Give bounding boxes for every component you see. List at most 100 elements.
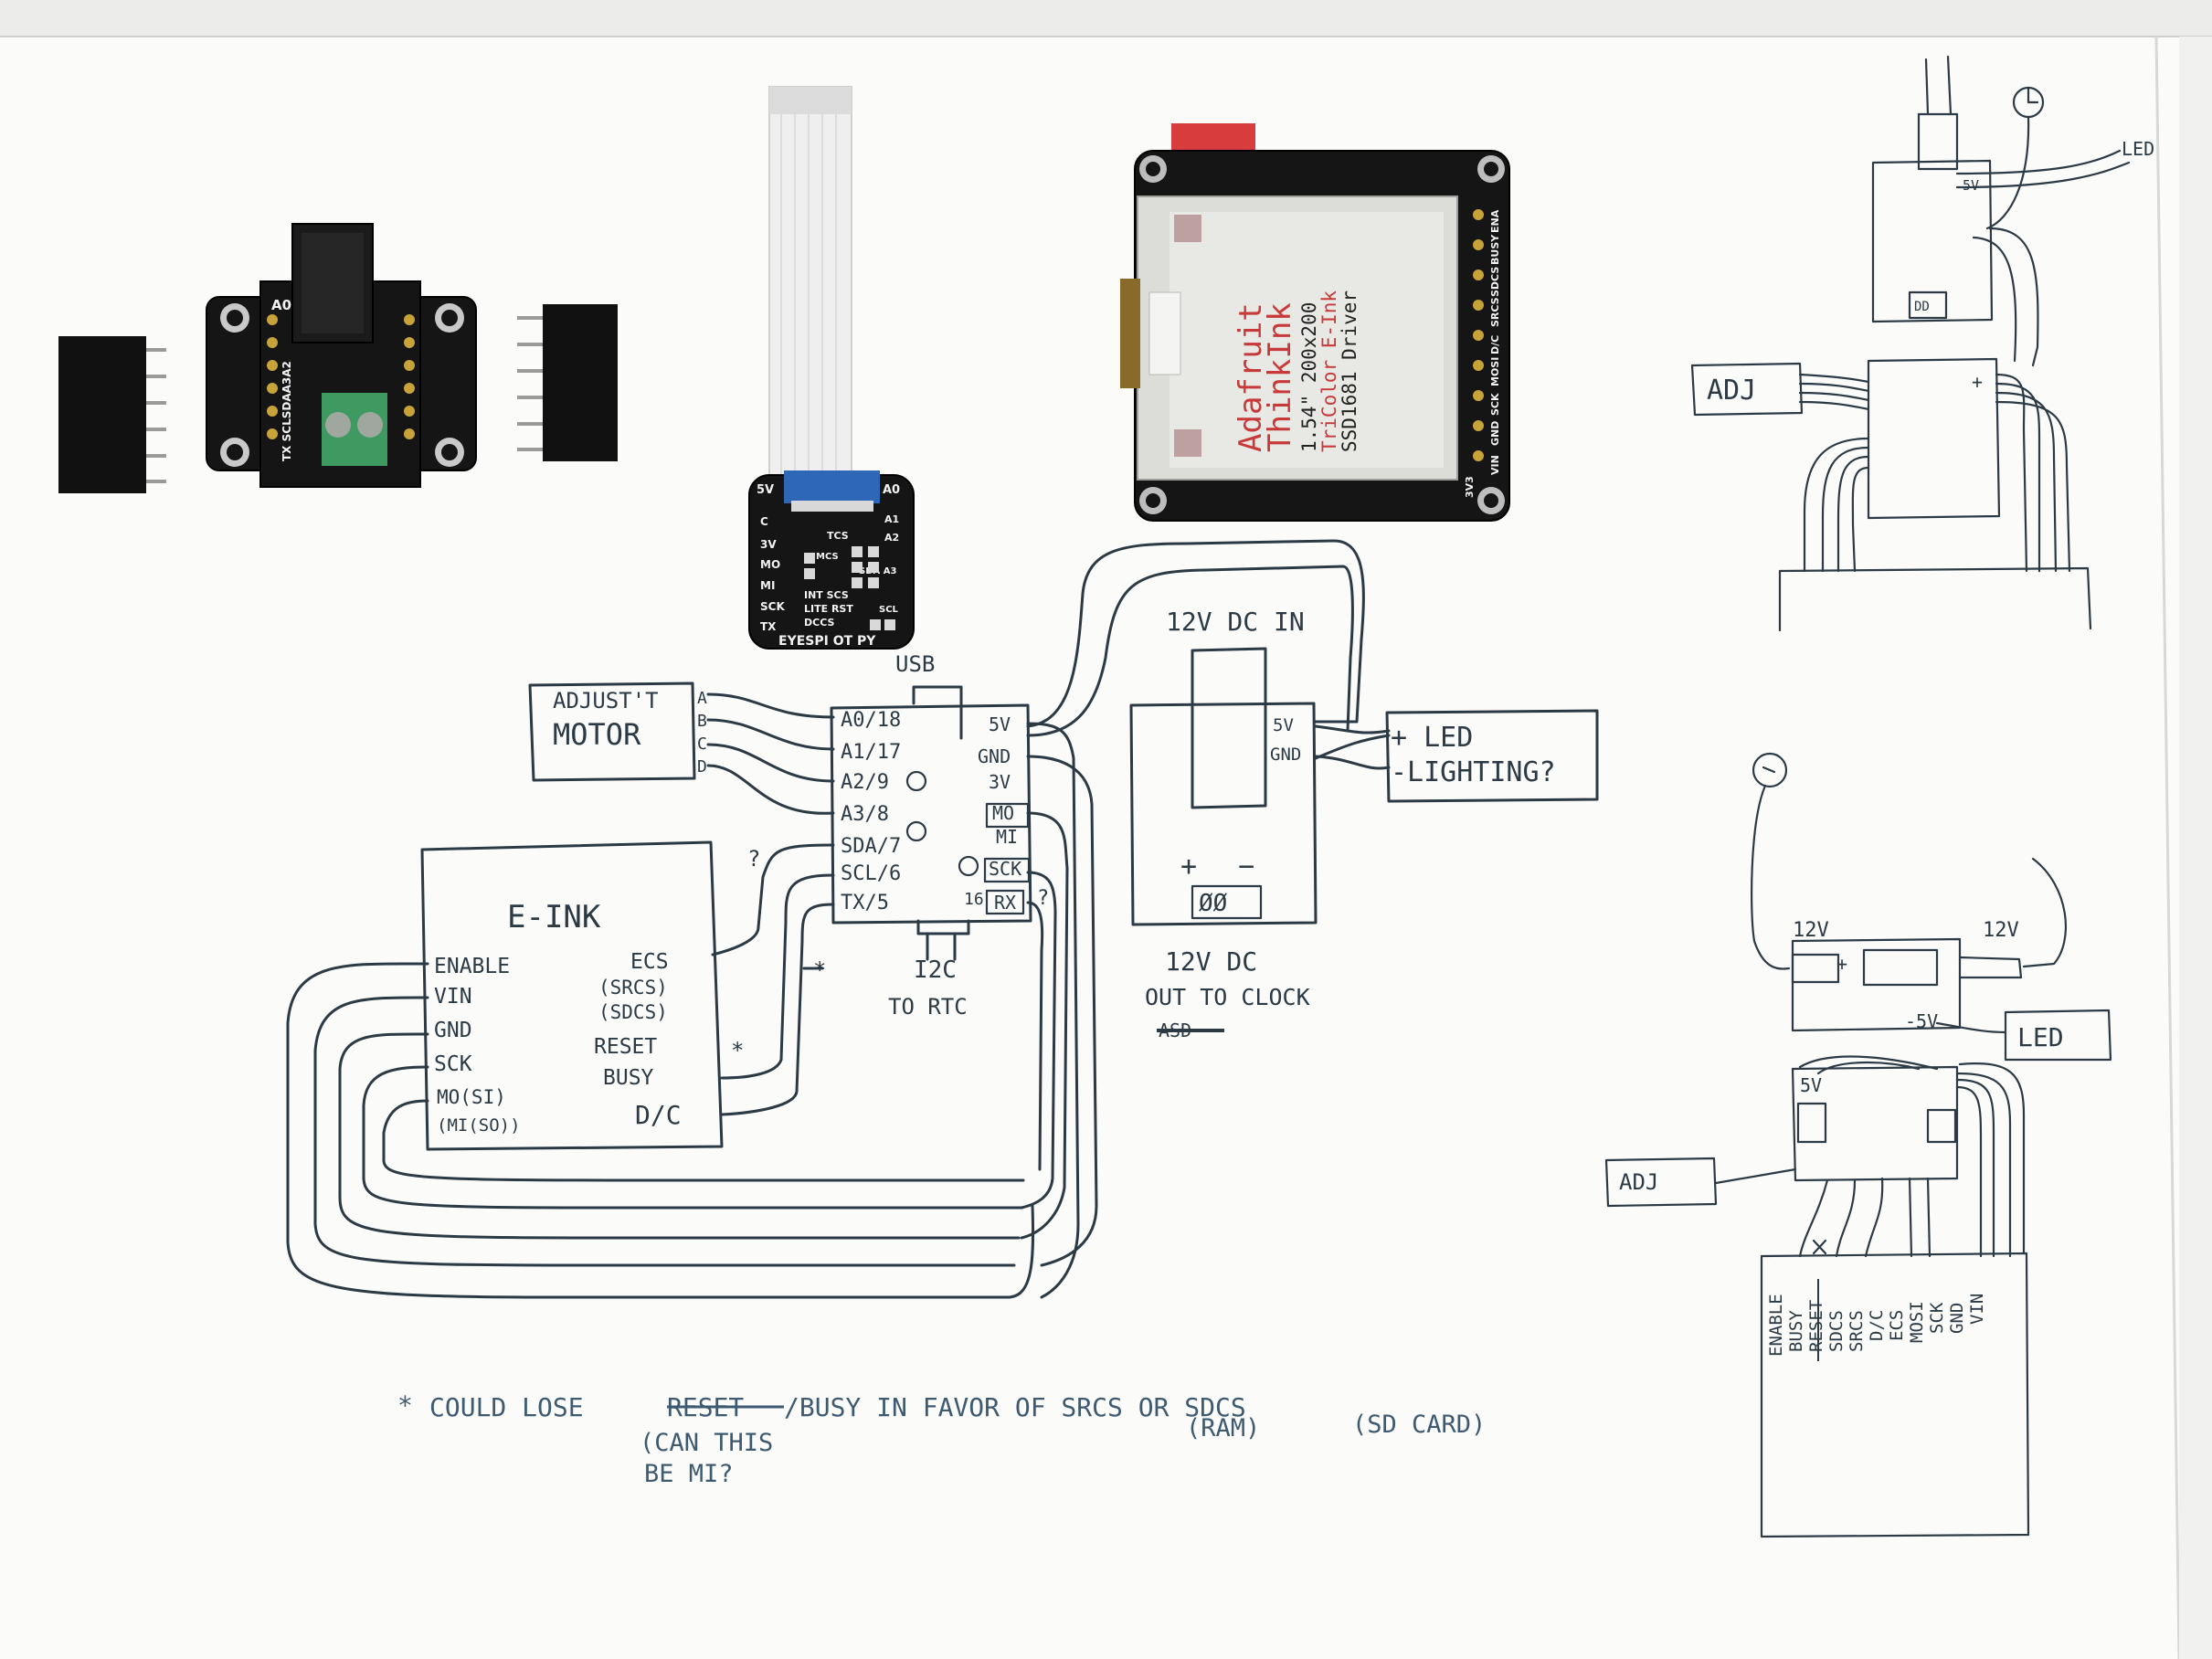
asterisk-mark: * (813, 957, 826, 983)
sketch-bottom-minus-5v: -5V (1905, 1010, 1938, 1032)
sketch-bottom-12v-left: 12V (1793, 919, 1829, 942)
motor-pin-c: C (697, 734, 707, 754)
eink-pin-ena: ENA (1489, 209, 1501, 233)
sketch-bottom-plus: + (1836, 953, 1847, 975)
mcu-pin-rx: RX (994, 892, 1016, 914)
eyespi-label-lite-rst: LITE RST (804, 603, 853, 615)
sketch-bottom: 12V 12V + -5V LED 5V ADJ ENABLE BUSY RES… (1604, 752, 2112, 1538)
eink-module-photo: Adafruit ThinkInk 1.54" 200x200 TriColor… (1120, 123, 1510, 522)
power-pin-5v: 5V (1273, 715, 1294, 735)
eink-pin-vin: VIN (1489, 455, 1501, 475)
eyespi-pin-mi: MI (760, 579, 775, 592)
sketch-pin-busy: BUSY (1786, 1310, 1806, 1352)
power-terminal: ØØ (1199, 890, 1228, 917)
question-mark-sda: ? (747, 846, 760, 872)
sketch-pin-mosi: MOSI (1907, 1301, 1927, 1343)
eink-pin-sck: SCK (434, 1052, 472, 1076)
power-plus: + (1180, 851, 1197, 882)
eyespi-label-dccs: DCCS (804, 617, 834, 629)
sketch-bottom-12v-right: 12V (1983, 919, 2019, 942)
bottom-note: * COULD LOSE RESET /BUSY IN FAVOR OF SRC… (397, 1390, 1486, 1488)
eyespi-pin-mo: MO (760, 558, 780, 571)
sketch-top-small: DD (1914, 300, 1930, 314)
sketch-pin-enable: ENABLE (1766, 1294, 1786, 1357)
mcu-pin-scl: SCL/6 (841, 862, 901, 885)
note-star: * (397, 1390, 413, 1421)
mcu-usb-label: USB (895, 651, 935, 677)
eink-pin-3v3: 3V3 (1464, 476, 1476, 498)
eink-text-line3: 1.54" 200x200 (1298, 302, 1320, 452)
sketch-pin-gnd: GND (1947, 1303, 1967, 1334)
eyespi-pin-tx: TX (760, 620, 777, 633)
eink-text-line4: TriColor E-Ink (1318, 291, 1340, 452)
sketch-bottom-led: LED (2017, 1022, 2064, 1052)
dc-jack-bff-board: A0 TX SCLSDAA3A2 (206, 223, 477, 488)
eink-pin-srcs: (SRCS) (598, 977, 668, 999)
eink-pin-reset: RESET (594, 1035, 657, 1059)
mcu-pin-tx: TX/5 (841, 892, 889, 914)
power-bottom-1: 12V DC (1165, 946, 1257, 977)
i2c-to-rtc-label: TO RTC (888, 994, 968, 1020)
mcu-pin-16: 16 (964, 890, 984, 909)
sketch-top-adj: ADJ (1707, 375, 1756, 407)
eyespi-pin-a1: A1 (884, 513, 899, 525)
bff-pin-label: A0 (271, 297, 291, 313)
eink-pin-sdcs: SDCS (1489, 267, 1501, 297)
led-lighting-block: + LED -LIGHTING? (1385, 709, 1599, 803)
mcu-pin-gnd: GND (978, 745, 1011, 767)
eink-block: E-INK ENABLE VIN GND SCK MO(SI) (MI(SO))… (420, 840, 724, 1151)
sketch-pin-ecs: ECS (1887, 1310, 1907, 1341)
note-text-1: COULD LOSE (429, 1392, 584, 1422)
bff-bottom-label: TX SCLSDAA3A2 (280, 361, 293, 461)
eink-pin-gnd: GND (1489, 421, 1501, 446)
sketch-top-5v: 5V (1963, 177, 1979, 194)
mcu-pin-a2: A2/9 (841, 771, 889, 794)
eyespi-pin-sck: SCK (760, 600, 785, 613)
sketch-bottom-5v: 5V (1800, 1074, 1822, 1096)
sketch-pin-srcs: SRCS (1847, 1310, 1867, 1352)
eyespi-label-mcs: MCS (816, 552, 839, 562)
mcu-pin-mi: MI (996, 826, 1018, 848)
sketch-pin-sdcs: SDCS (1826, 1310, 1847, 1352)
schematic-wires (286, 539, 1391, 1299)
eink-pin-dc: D/C (1489, 335, 1501, 354)
motor-title-2: MOTOR (553, 717, 641, 752)
eink-text-line2: ThinkInk (1262, 302, 1298, 452)
mcu-block: USB A0/18 A1/17 A2/9 A3/8 SDA/7 SCL/6 TX… (830, 651, 1032, 961)
eink-pin-miso: (MI(SO)) (437, 1115, 521, 1136)
note-ram: (RAM) (1186, 1414, 1260, 1442)
eyespi-pin-a0: A0 (883, 483, 900, 497)
eink-pin-vin: VIN (434, 985, 472, 1009)
eink-title: E-INK (507, 899, 601, 935)
note-sub-2: BE MI? (644, 1460, 734, 1488)
power-block: 12V DC IN 5V GND + − ØØ 12V DC OUT TO CL… (1129, 607, 1318, 1041)
eyespi-label-int-scs: INT SCS (804, 589, 849, 601)
eink-pin-sdcs: (SDCS) (598, 1001, 668, 1023)
sketch-top-led: LED (2122, 138, 2154, 160)
mcu-pin-a1: A1/17 (841, 741, 901, 764)
eyespi-pin-c: C (760, 515, 768, 528)
eink-pin-busy: BUSY (603, 1066, 654, 1090)
motor-title-1: ADJUST'T (553, 688, 659, 713)
eink-pin-mosi: MOSI (1489, 357, 1501, 386)
eink-pin-gnd: GND (434, 1019, 472, 1042)
eink-text-line5: SSD1681 Driver (1339, 291, 1360, 452)
sketch-pin-sck: SCK (1927, 1302, 1947, 1334)
eink-pin-sck: SCK (1489, 393, 1501, 416)
mcu-pin-sck: SCK (989, 858, 1021, 880)
sketch-pin-vin: VIN (1967, 1294, 1987, 1325)
eink-pin-srcs: SRCS (1489, 297, 1501, 327)
mcu-pin-5v: 5V (989, 713, 1011, 735)
eink-pin-busy: BUSY (1489, 234, 1501, 265)
sketch-top-plus: + (1972, 371, 1983, 393)
motor-pin-d: D (697, 757, 707, 777)
asterisk-reset: * (731, 1038, 744, 1063)
led-line-1: + LED (1391, 722, 1473, 754)
eink-pin-mosi: MO(SI) (437, 1086, 506, 1108)
eink-text-line1: Adafruit (1233, 302, 1269, 452)
eyespi-pin-a2: A2 (884, 532, 899, 544)
power-12v-in-label: 12V DC IN (1166, 607, 1305, 637)
eink-pin-dc: D/C (635, 1100, 682, 1130)
sketch-pin-dc: D/C (1867, 1310, 1887, 1341)
